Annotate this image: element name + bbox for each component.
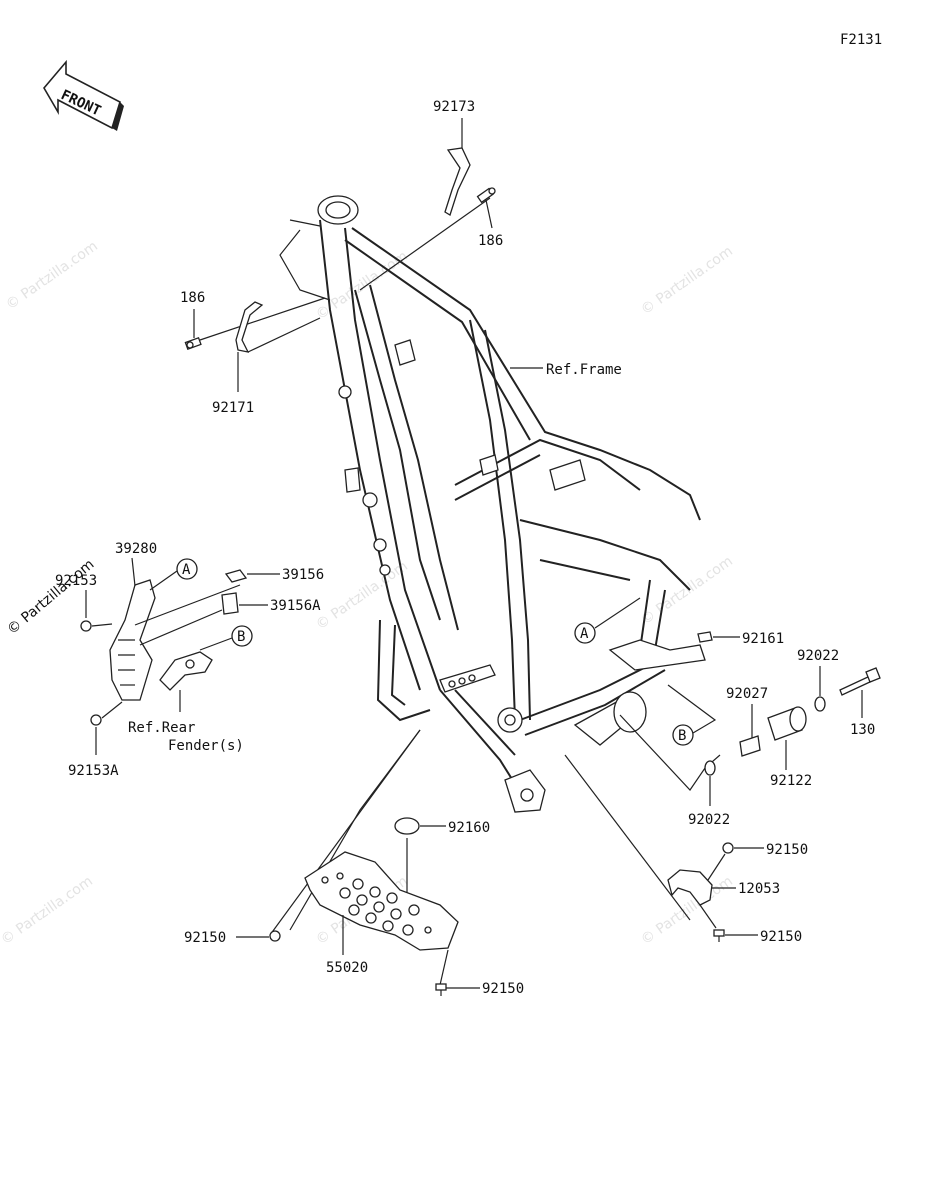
nut-92150-right-top-icon xyxy=(722,842,734,854)
watermark-text: © Partzilla.com xyxy=(638,553,736,628)
skid-plate-55020-icon xyxy=(304,851,459,951)
callout-92150-right-top: 92150 xyxy=(766,842,808,858)
callout-92150-right-bottom: 92150 xyxy=(760,929,802,945)
callout-55020: 55020 xyxy=(326,960,368,976)
bolt-92153-icon xyxy=(80,620,92,632)
bolt-130-icon xyxy=(839,667,881,696)
bushing-92122-icon xyxy=(767,706,807,741)
grommet-92160-icon xyxy=(394,817,420,835)
nut-92161-icon xyxy=(697,631,713,643)
callout-92150-bottom: 92150 xyxy=(482,981,524,997)
callout-92153a: 92153A xyxy=(68,763,119,779)
callout-ref-rear-1: Ref.Rear xyxy=(128,720,195,736)
bolt-92150-right-bottom-icon xyxy=(713,929,725,942)
bolt-186-top-icon xyxy=(476,187,496,204)
watermark-text: © Partzilla.com xyxy=(0,873,96,948)
watermark-layer: © Partzilla.com © Partzilla.com © Partzi… xyxy=(0,238,736,948)
rear-fender-ref-icon xyxy=(159,651,213,691)
nut-92150-left-icon xyxy=(269,930,281,942)
pad-39156-icon xyxy=(224,569,248,583)
callout-ref-frame: Ref.Frame xyxy=(546,362,622,378)
watermark-text: © Partzilla.com xyxy=(638,243,736,318)
figure-code: F2131 xyxy=(840,32,882,48)
callout-186-left: 186 xyxy=(180,290,205,306)
svg-text:B: B xyxy=(678,728,686,744)
callout-92022-bottom: 92022 xyxy=(688,812,730,828)
svg-text:A: A xyxy=(580,626,589,642)
callout-39156a: 39156A xyxy=(270,598,321,614)
svg-text:A: A xyxy=(182,562,191,578)
washer-92022-bottom-icon xyxy=(704,760,716,776)
bracket-12053-icon xyxy=(667,869,713,906)
callout-ref-rear-2: Fender(s) xyxy=(168,738,244,754)
callout-92171: 92171 xyxy=(212,400,254,416)
ref-marker-a-left: A xyxy=(176,558,198,580)
ref-marker-b-right: B xyxy=(672,724,694,746)
ref-marker-a-right: A xyxy=(574,622,596,644)
collar-92027-icon xyxy=(739,735,761,757)
clip-92173-icon xyxy=(444,147,471,216)
callout-92153: 92153 xyxy=(55,573,97,589)
bolt-186-left-icon xyxy=(184,336,202,350)
ref-marker-b-left: B xyxy=(231,625,253,647)
guard-39280-icon xyxy=(109,579,156,701)
washer-92022-top-icon xyxy=(814,696,826,712)
callout-92122: 92122 xyxy=(770,773,812,789)
callout-92161: 92161 xyxy=(742,631,784,647)
callout-39280: 39280 xyxy=(115,541,157,557)
motorcycle-frame xyxy=(279,195,706,813)
pad-39156a-icon xyxy=(221,592,239,615)
clip-92171-icon xyxy=(235,301,264,353)
watermark-text: © Partzilla.com xyxy=(313,558,411,633)
bolt-92153a-icon xyxy=(90,714,102,726)
callout-92160: 92160 xyxy=(448,820,490,836)
watermark-text: © Partzilla.com xyxy=(3,238,101,313)
bolt-92150-bottom-icon xyxy=(435,983,447,996)
front-arrow-icon: FRONT xyxy=(43,59,124,131)
callout-186-top: 186 xyxy=(478,233,503,249)
callout-92022-top: 92022 xyxy=(797,648,839,664)
callout-92150-left: 92150 xyxy=(184,930,226,946)
svg-text:B: B xyxy=(237,629,245,645)
callout-39156: 39156 xyxy=(282,567,324,583)
callout-92173: 92173 xyxy=(433,99,475,115)
callout-12053: 12053 xyxy=(738,881,780,897)
callout-92027: 92027 xyxy=(726,686,768,702)
callout-130: 130 xyxy=(850,722,875,738)
